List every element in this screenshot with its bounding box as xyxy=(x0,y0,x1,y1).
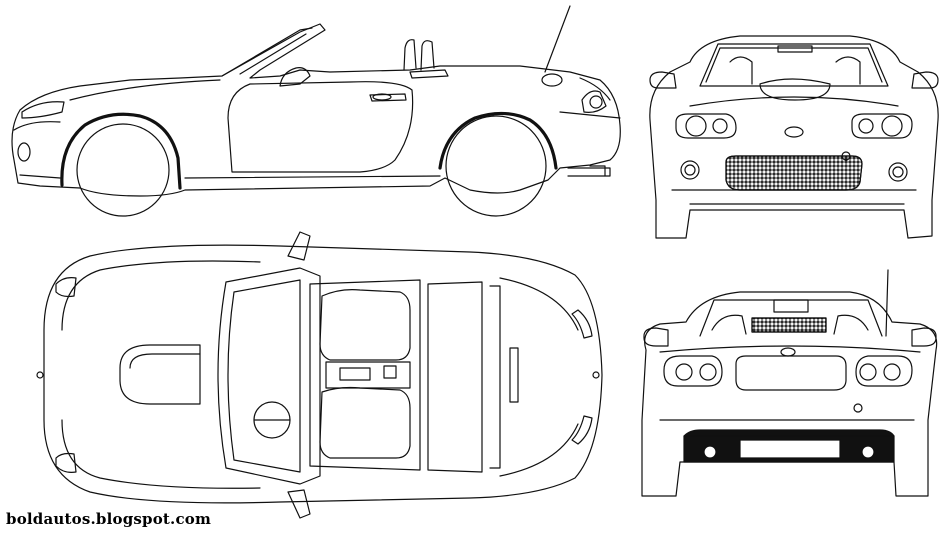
top-view xyxy=(36,231,603,519)
rear-view xyxy=(641,269,938,497)
watermark-text: boldautos.blogspot.com xyxy=(6,510,212,528)
side-view xyxy=(11,5,621,217)
front-view xyxy=(649,35,939,239)
